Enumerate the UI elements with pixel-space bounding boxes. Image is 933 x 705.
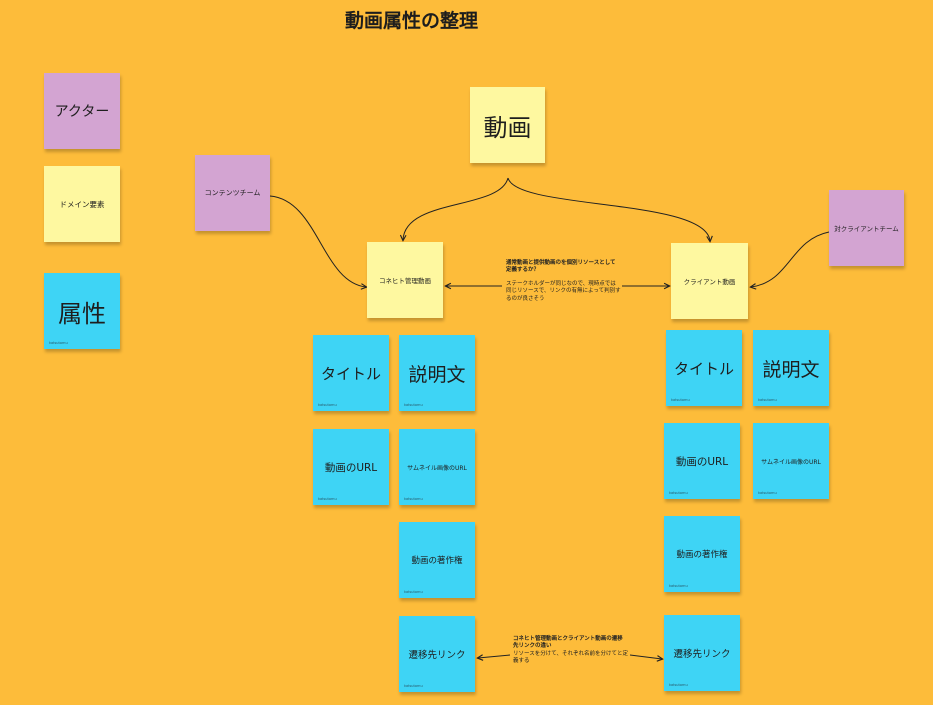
left-attr-copyright-label: 動画の著作権 [411, 556, 463, 566]
content-team-note[interactable]: コンテンツチーム [195, 155, 270, 231]
left-attr-title-author: katsutomu [318, 403, 337, 407]
connector-content-team-to-left [269, 195, 366, 287]
right-attr-url-note[interactable]: 動画のURL katsutomu [664, 423, 740, 499]
client-team-label: 対クライアントチーム [834, 225, 899, 233]
left-attr-link-note[interactable]: 遷移先リンク katsutomu [399, 616, 475, 692]
right-attr-title-note[interactable]: タイトル katsutomu [666, 330, 742, 406]
connector-video-to-left [403, 177, 509, 240]
right-attr-thumbnail-label: サムネイル画像のURL [761, 458, 821, 466]
left-attr-url-label: 動画のURL [324, 461, 378, 474]
legend-attribute-label: 属性 [58, 299, 106, 328]
left-attr-link-label: 遷移先リンク [408, 650, 466, 661]
left-attr-thumbnail-label: サムネイル画像のURL [407, 464, 467, 472]
right-attr-url-label: 動画のURL [675, 455, 729, 468]
legend-domain-note[interactable]: ドメイン要素 [44, 166, 120, 242]
conehito-video-label: コネヒト管理動画 [379, 277, 431, 285]
left-attr-title-note[interactable]: タイトル katsutomu [313, 335, 389, 411]
client-team-note[interactable]: 対クライアントチーム [829, 190, 904, 266]
connector-video-to-right [507, 177, 710, 241]
connector-bottom-right [629, 654, 662, 659]
legend-actor-note[interactable]: アクター [44, 73, 120, 149]
bottom-annotation: コネヒト管理動画とクライアント動画の遷移先リンクの違い リソースを分けて、それぞ… [513, 636, 628, 666]
right-attr-copyright-author: katsutomu [669, 584, 688, 588]
left-attr-copyright-note[interactable]: 動画の著作権 katsutomu [399, 522, 475, 598]
video-note[interactable]: 動画 [470, 87, 545, 163]
right-attr-url-author: katsutomu [669, 491, 688, 495]
bottom-annotation-answer: リソースを分けて、それぞれ名前を分けてと定義する [513, 650, 628, 665]
left-attr-url-author: katsutomu [318, 497, 337, 501]
right-attr-copyright-label: 動画の著作権 [676, 550, 728, 560]
legend-attribute-author: katsutomu [49, 341, 68, 345]
right-attr-description-author: katsutomu [758, 398, 777, 402]
content-team-label: コンテンツチーム [204, 189, 261, 197]
right-attr-link-note[interactable]: 遷移先リンク katsutomu [664, 615, 740, 691]
left-attr-description-note[interactable]: 説明文 katsutomu [399, 335, 475, 411]
left-attr-thumbnail-note[interactable]: サムネイル画像のURL katsutomu [399, 429, 475, 505]
video-label: 動画 [483, 113, 532, 142]
right-attr-link-label: 遷移先リンク [673, 649, 731, 660]
bottom-annotation-question: コネヒト管理動画とクライアント動画の遷移先リンクの違い [513, 636, 623, 650]
client-video-label: クライアント動画 [683, 278, 736, 286]
right-attr-thumbnail-author: katsutomu [758, 491, 777, 495]
middle-annotation: 通常動画と提供動画のを個別リソースとして定義するか？ ステークホルダーが同じなの… [506, 260, 621, 303]
left-attr-description-label: 説明文 [408, 363, 466, 386]
connector-bottom-left [478, 655, 511, 658]
right-attr-copyright-note[interactable]: 動画の著作権 katsutomu [664, 516, 740, 592]
legend-domain-label: ドメイン要素 [59, 199, 105, 209]
right-attr-description-note[interactable]: 説明文 katsutomu [753, 330, 829, 406]
right-attr-link-author: katsutomu [669, 683, 688, 687]
right-attr-description-label: 説明文 [762, 358, 820, 381]
board-title: 動画属性の整理 [344, 10, 478, 32]
left-attr-url-note[interactable]: 動画のURL katsutomu [313, 429, 389, 505]
left-attr-thumbnail-author: katsutomu [404, 497, 423, 501]
conehito-video-note[interactable]: コネヒト管理動画 [367, 242, 443, 318]
legend-actor-label: アクター [54, 104, 110, 120]
middle-annotation-answer: ステークホルダーが同じなので、現時点では同じリソースで、リンクの有無によって判別… [506, 280, 621, 302]
right-attr-title-label: タイトル [673, 359, 734, 378]
right-attr-title-author: katsutomu [671, 398, 690, 402]
left-attr-title-label: タイトル [320, 364, 381, 383]
client-video-note[interactable]: クライアント動画 [671, 243, 748, 319]
legend-attribute-note[interactable]: 属性 katsutomu [44, 273, 120, 349]
right-attr-thumbnail-note[interactable]: サムネイル画像のURL katsutomu [753, 423, 829, 499]
left-attr-copyright-author: katsutomu [404, 590, 423, 594]
left-attr-description-author: katsutomu [404, 403, 423, 407]
connector-client-team-to-right [751, 231, 830, 287]
middle-annotation-question: 通常動画と提供動画のを個別リソースとして定義するか？ [506, 260, 616, 274]
left-attr-link-author: katsutomu [404, 684, 423, 688]
